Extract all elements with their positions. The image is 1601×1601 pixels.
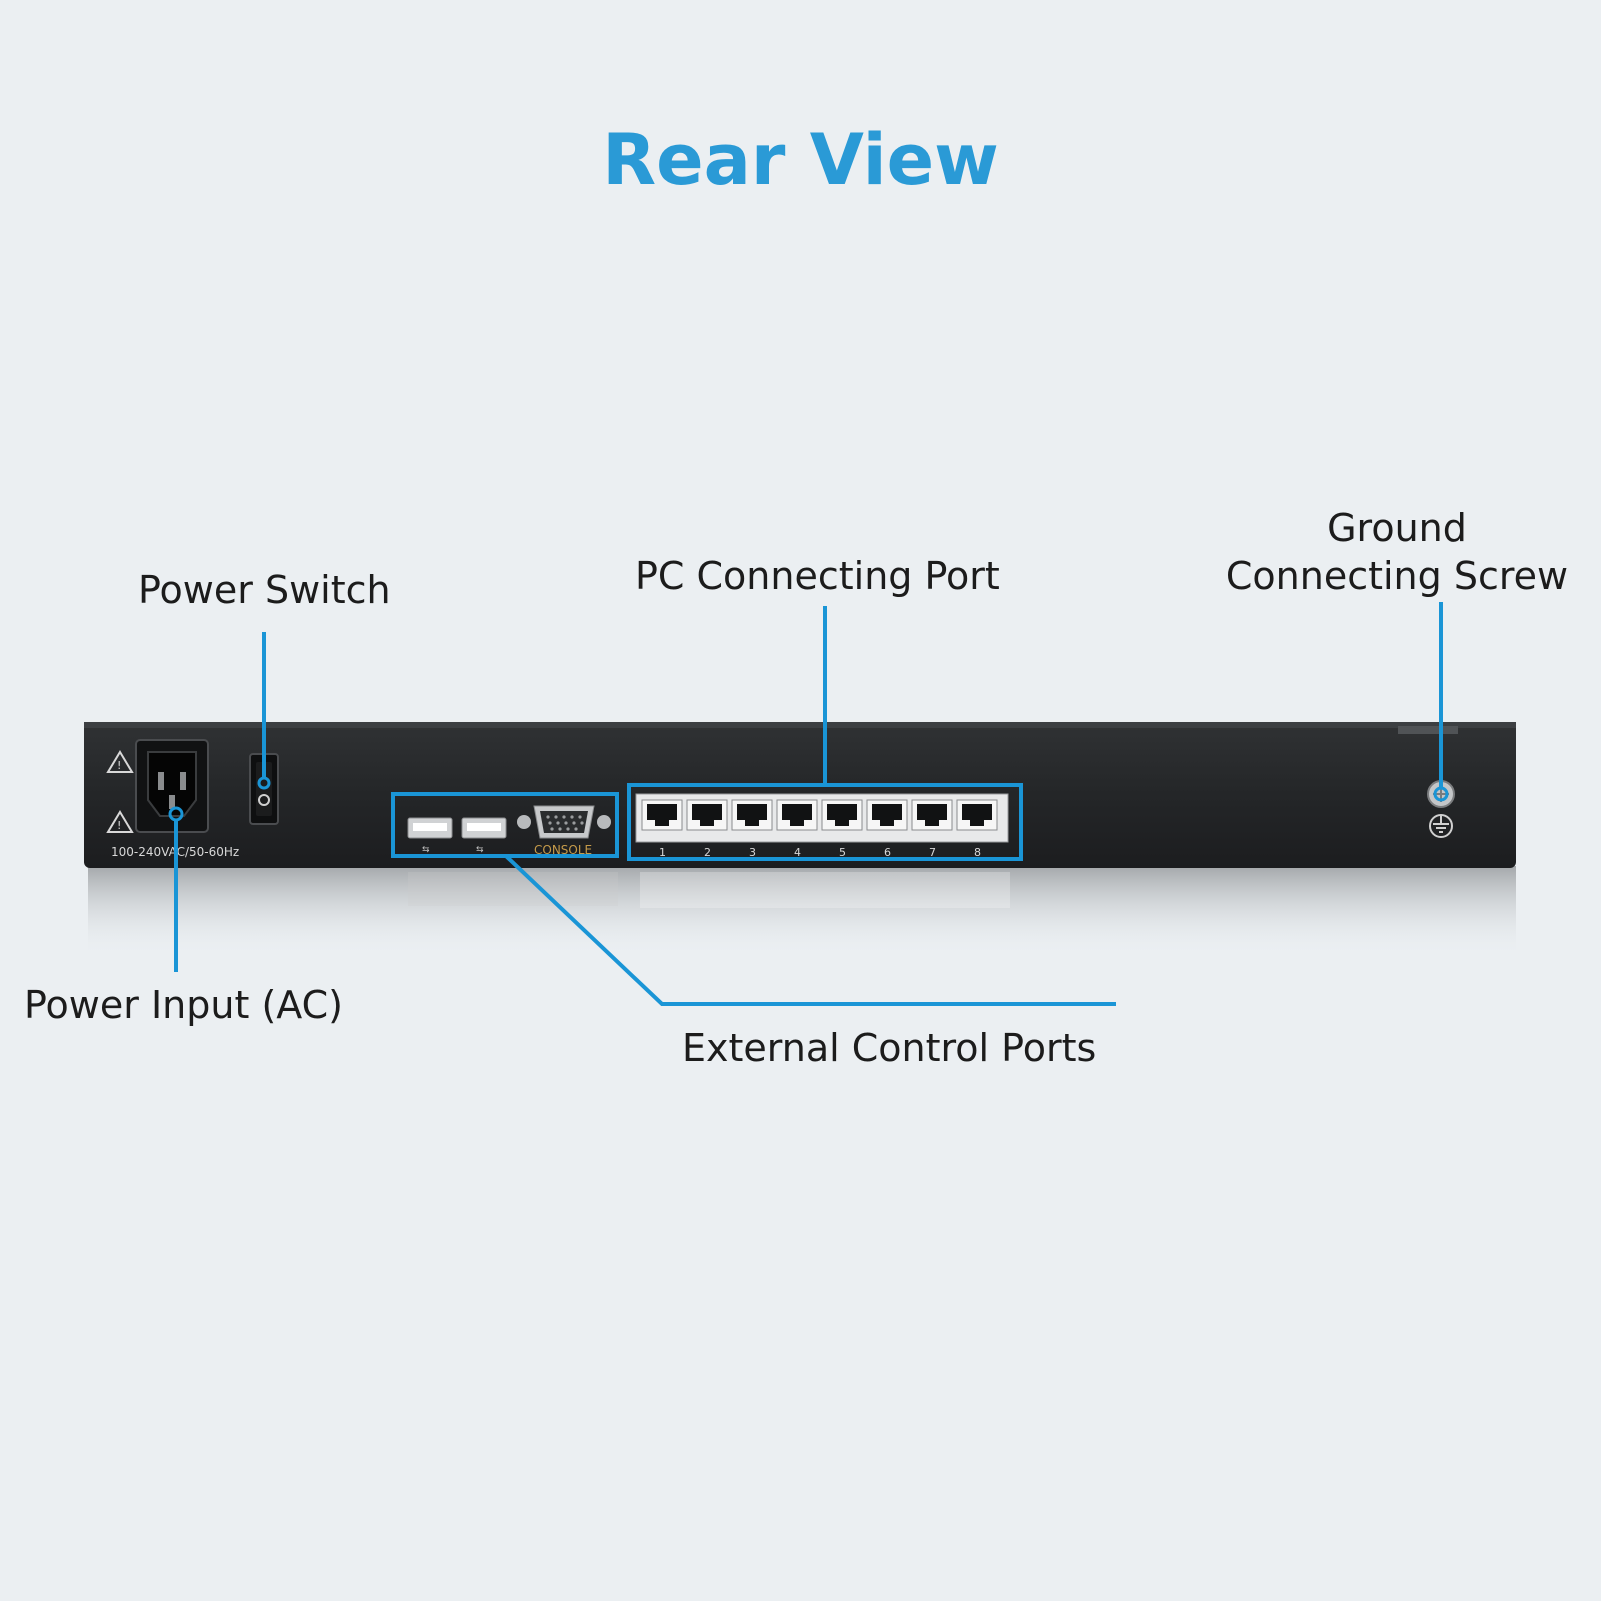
rj45-port <box>731 799 773 831</box>
port-number-label: 2 <box>704 846 711 859</box>
rj45-port <box>776 799 818 831</box>
external-control-ports-label: External Control Ports <box>682 1026 1097 1070</box>
svg-text:!: ! <box>117 819 121 832</box>
rj45-port-numbers: 1 2 3 4 5 6 7 8 <box>659 846 981 859</box>
rj45-port <box>821 799 863 831</box>
vga-console-port <box>517 805 611 839</box>
external-ports-highlight <box>391 792 619 858</box>
ac-power-inlet <box>135 739 209 833</box>
usb-port: ⇆ <box>407 817 453 855</box>
svg-text:⇆: ⇆ <box>422 845 430 855</box>
port-number-label: 8 <box>974 846 981 859</box>
ground-screw-label: Ground Connecting Screw <box>1222 504 1572 600</box>
warning-icon: ! <box>106 810 134 833</box>
rj45-port <box>956 799 998 831</box>
rj45-port <box>911 799 953 831</box>
port-number-label: 6 <box>884 846 891 859</box>
external-ports-leader <box>504 854 1116 1006</box>
ground-screw-label-line1: Ground <box>1327 506 1467 550</box>
svg-text:!: ! <box>117 759 121 772</box>
rj45-ports <box>641 799 998 831</box>
port-number-label: 4 <box>794 846 801 859</box>
port-number-label: 1 <box>659 846 666 859</box>
reflection-ports <box>408 872 1010 908</box>
rj45-port <box>641 799 683 831</box>
power-switch-label: Power Switch <box>138 568 391 612</box>
page-title: Rear View <box>602 119 999 201</box>
svg-text:⇆: ⇆ <box>476 845 484 855</box>
port-number-label: 7 <box>929 846 936 859</box>
ground-screw-label-line2: Connecting Screw <box>1225 554 1569 598</box>
pc-connecting-port-label: PC Connecting Port <box>635 554 1000 598</box>
ground-symbol-icon <box>1429 814 1453 838</box>
warning-icon: ! <box>106 750 134 773</box>
usb-port: ⇆ <box>461 817 507 855</box>
port-number-label: 5 <box>839 846 846 859</box>
rj45-port <box>866 799 908 831</box>
power-input-label: Power Input (AC) <box>24 983 343 1027</box>
console-label: CONSOLE <box>534 843 592 857</box>
rj45-port <box>686 799 728 831</box>
chassis-reflection <box>88 866 1516 956</box>
port-number-label: 3 <box>749 846 756 859</box>
